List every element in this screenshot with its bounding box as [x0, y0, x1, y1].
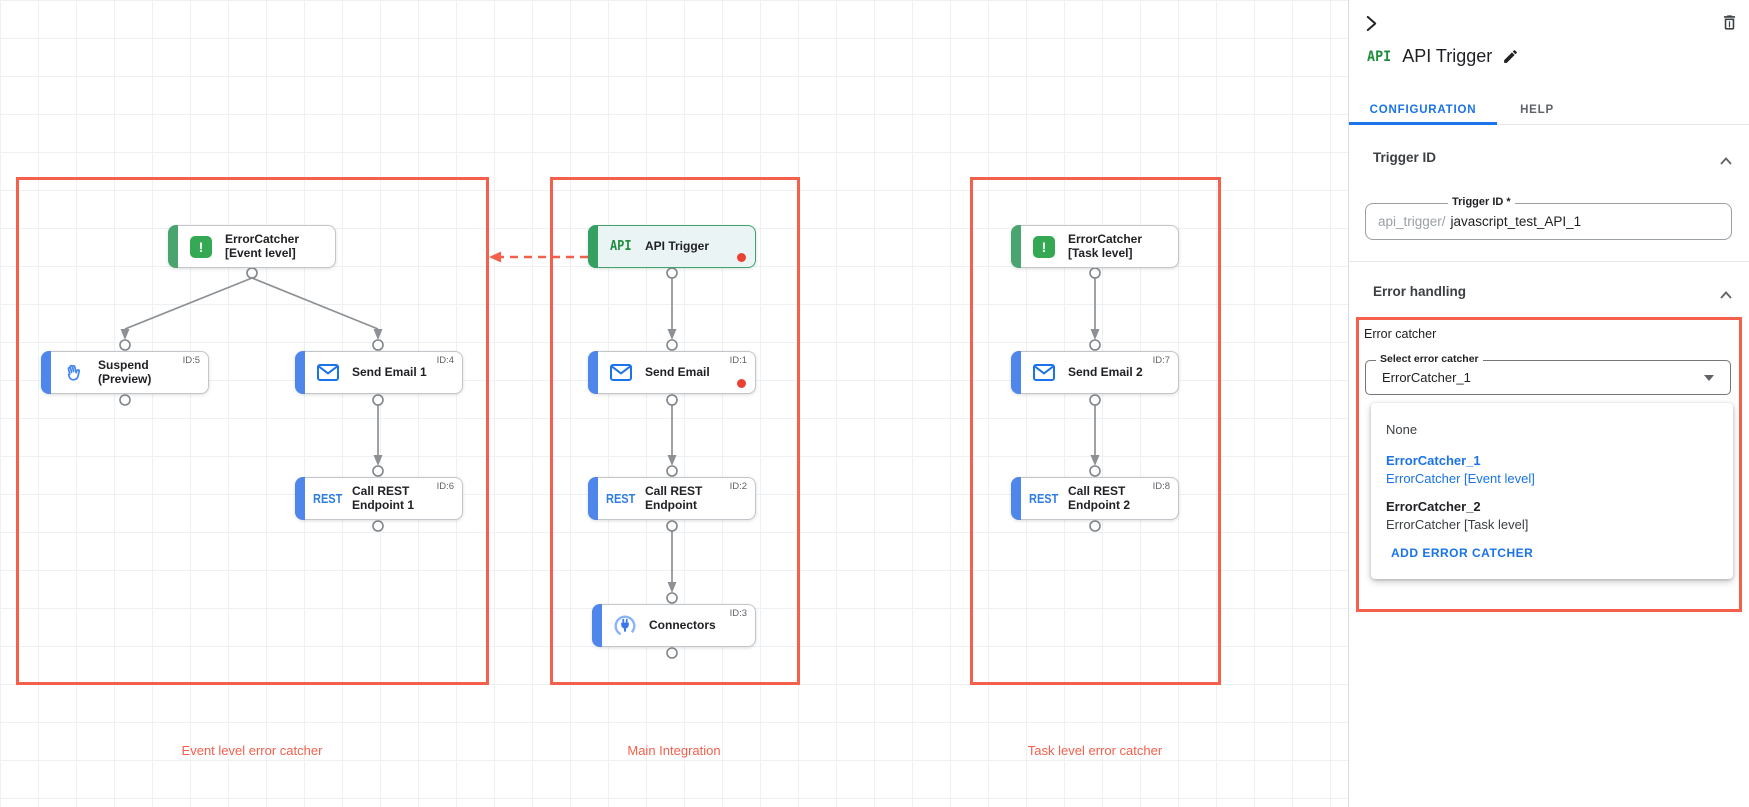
node-title: Call REST Endpoint — [645, 483, 703, 512]
error-catcher-select[interactable]: Select error catcher ErrorCatcher_1 — [1365, 353, 1731, 395]
api-icon: API — [610, 239, 632, 254]
node-connectors[interactable]: Connectors ID:3 — [592, 604, 756, 647]
node-errorcatcher-task-level[interactable]: ! ErrorCatcher [Task level] — [1011, 225, 1179, 268]
add-error-catcher-button[interactable]: ADD ERROR CATCHER — [1391, 546, 1534, 560]
trigger-id-field-label: Trigger ID * — [1448, 196, 1515, 208]
api-trigger-badge-icon: API — [1367, 48, 1392, 65]
connector-icon — [609, 614, 641, 638]
node-accent — [1011, 225, 1021, 268]
node-send-email-1[interactable]: Send Email 1 ID:4 — [295, 351, 463, 394]
tab-help[interactable]: HELP — [1497, 96, 1577, 124]
main-integration-label: Main Integration — [627, 743, 721, 758]
node-title: Suspend (Preview) — [98, 357, 152, 386]
trigger-id-value[interactable]: javascript_test_API_1 — [1450, 214, 1582, 229]
error-catcher-select-value: ErrorCatcher_1 — [1382, 370, 1471, 385]
node-accent — [588, 351, 598, 394]
collapse-error-handling-icon[interactable] — [1720, 287, 1732, 302]
email-icon — [312, 364, 344, 381]
node-accent — [592, 604, 602, 647]
node-call-rest-endpoint-2[interactable]: REST Call REST Endpoint 2 ID:8 — [1011, 477, 1179, 520]
hand-icon — [58, 362, 90, 384]
task-error-catcher-label: Task level error catcher — [1027, 743, 1163, 758]
node-send-email[interactable]: Send Email ID:1 — [588, 351, 756, 394]
delete-trigger-button[interactable] — [1720, 13, 1739, 32]
option-description: ErrorCatcher [Event level] — [1386, 471, 1535, 486]
node-id-badge: ID:6 — [436, 481, 454, 492]
trigger-id-heading: Trigger ID — [1373, 150, 1437, 165]
main-integration-groupbox — [550, 177, 800, 685]
active-tab-indicator — [1349, 122, 1497, 125]
error-catcher-group-label: Error catcher — [1364, 327, 1437, 341]
node-suspend[interactable]: Suspend (Preview) ID:5 — [41, 351, 209, 394]
error-catcher-dropdown-menu: None ErrorCatcher_1 ErrorCatcher [Event … — [1371, 403, 1733, 579]
option-name: ErrorCatcher_1 — [1386, 453, 1481, 468]
node-accent — [1011, 351, 1021, 394]
email-icon — [605, 364, 637, 381]
rest-icon: REST — [606, 491, 636, 506]
trigger-id-field[interactable]: Trigger ID * api_trigger/javascript_test… — [1365, 196, 1732, 240]
error-status-dot — [737, 379, 746, 388]
rest-icon: REST — [1029, 491, 1059, 506]
event-error-catcher-groupbox — [16, 177, 489, 685]
error-status-dot — [737, 253, 746, 262]
node-title: API Trigger — [645, 238, 710, 253]
node-accent — [168, 225, 178, 268]
node-id-badge: ID:2 — [729, 481, 747, 492]
integration-canvas[interactable]: Event level error catcher Main Integrati… — [0, 0, 1349, 807]
node-accent — [588, 477, 598, 520]
node-accent — [295, 351, 305, 394]
node-call-rest-endpoint[interactable]: REST Call REST Endpoint ID:2 — [588, 477, 756, 520]
node-title: ErrorCatcher [Event level] — [225, 231, 300, 260]
node-title: Send Email 1 — [352, 364, 427, 379]
node-call-rest-endpoint-1[interactable]: REST Call REST Endpoint 1 ID:6 — [295, 477, 463, 520]
node-accent — [588, 225, 598, 268]
node-api-trigger[interactable]: API API Trigger — [588, 225, 756, 268]
error-catcher-annotation-box — [1356, 317, 1742, 612]
node-id-badge: ID:7 — [1152, 355, 1170, 366]
panel-title: API Trigger — [1402, 46, 1493, 66]
edit-title-button[interactable] — [1502, 48, 1519, 65]
node-accent — [1011, 477, 1021, 520]
collapse-panel-button[interactable] — [1363, 15, 1380, 32]
node-id-badge: ID:4 — [436, 355, 454, 366]
node-title: Call REST Endpoint 1 — [352, 483, 414, 512]
email-icon — [1028, 364, 1060, 381]
event-error-catcher-label: Event level error catcher — [181, 743, 323, 758]
tab-divider — [1349, 124, 1749, 125]
node-id-badge: ID:5 — [182, 355, 200, 366]
trigger-id-prefix: api_trigger/ — [1378, 214, 1446, 229]
node-errorcatcher-event-level[interactable]: ! ErrorCatcher [Event level] — [168, 225, 336, 268]
tab-configuration[interactable]: CONFIGURATION — [1349, 96, 1497, 124]
option-name: ErrorCatcher_2 — [1386, 499, 1481, 514]
node-send-email-2[interactable]: Send Email 2 ID:7 — [1011, 351, 1179, 394]
node-title: ErrorCatcher [Task level] — [1068, 231, 1143, 260]
task-error-catcher-groupbox — [970, 177, 1221, 685]
dropdown-option-none[interactable]: None — [1386, 422, 1418, 437]
collapse-trigger-id-icon[interactable] — [1720, 153, 1732, 168]
node-title: Connectors — [649, 617, 716, 632]
node-title: Send Email 2 — [1068, 364, 1143, 379]
node-title: Call REST Endpoint 2 — [1068, 483, 1130, 512]
select-dropdown-arrow-icon — [1704, 375, 1714, 381]
error-catcher-icon: ! — [185, 235, 217, 258]
panel-header: API API Trigger — [1366, 46, 1519, 67]
section-divider — [1349, 261, 1749, 262]
rest-icon: REST — [313, 491, 343, 506]
error-handling-heading: Error handling — [1373, 284, 1467, 299]
option-description: ErrorCatcher [Task level] — [1386, 517, 1529, 532]
node-title: Send Email — [645, 364, 710, 379]
node-id-badge: ID:3 — [729, 608, 747, 619]
node-id-badge: ID:8 — [1152, 481, 1170, 492]
node-accent — [41, 351, 51, 394]
error-catcher-icon: ! — [1028, 235, 1060, 258]
config-panel: API API Trigger CONFIGURATION HELP Trigg… — [1348, 0, 1749, 807]
node-accent — [295, 477, 305, 520]
node-id-badge: ID:1 — [729, 355, 747, 366]
error-catcher-select-label: Select error catcher — [1376, 353, 1483, 365]
